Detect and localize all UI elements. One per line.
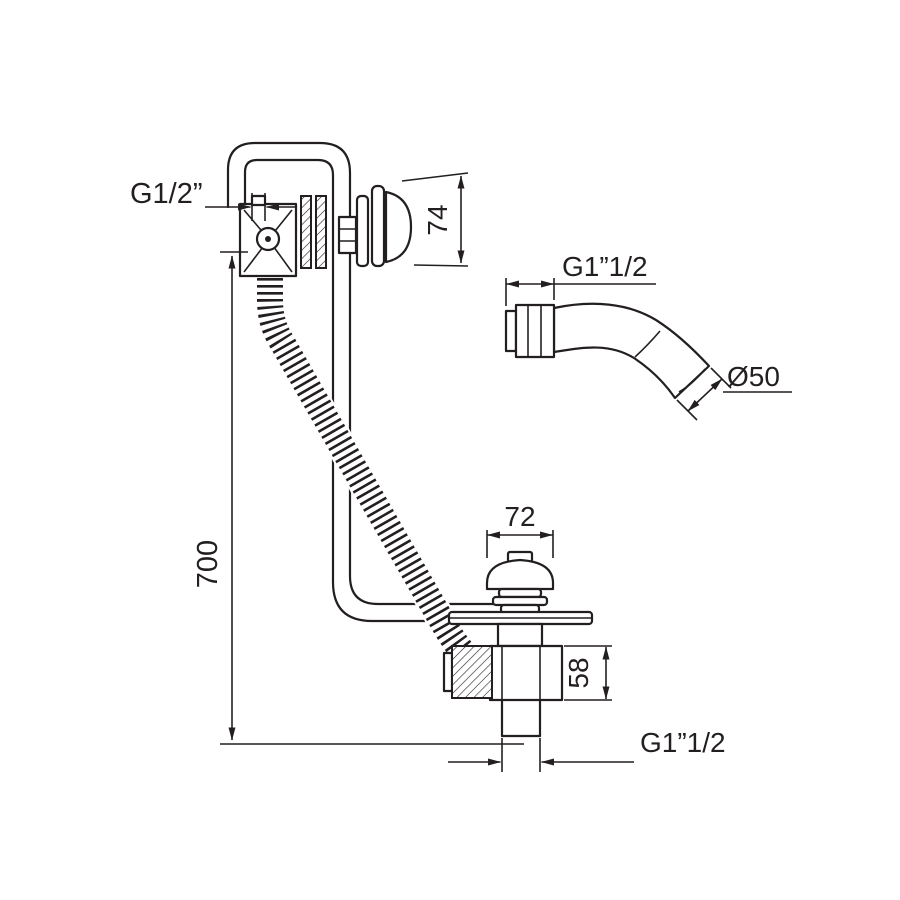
overflow-cover-plate xyxy=(355,184,413,268)
extension-line xyxy=(401,172,469,182)
elbow-inlet-thread-label: G1”1/2 xyxy=(562,251,648,282)
dimension-hose-length: 700 xyxy=(192,251,524,745)
dimension-line xyxy=(687,378,723,412)
wall-plate-hatched xyxy=(315,195,327,269)
standpipe-outer-edge xyxy=(226,141,498,606)
cover-plate-disc xyxy=(370,184,386,268)
cover-plate-diameter-label: 74 xyxy=(422,204,453,235)
elbow-body xyxy=(552,302,711,400)
wall-plate-hatched xyxy=(300,195,312,269)
dimension-elbow-outlet-diameter: Ø50 xyxy=(676,361,792,421)
overflow-thread-label: G1/2” xyxy=(130,178,203,210)
waste-assembly xyxy=(442,550,594,738)
plug-seal-ring xyxy=(497,587,543,599)
elbow-inlet-flange xyxy=(504,309,518,353)
cover-plate-ring xyxy=(355,194,370,268)
standpipe-inner-edge xyxy=(243,158,498,623)
plug-cap-diameter-label: 72 xyxy=(504,501,535,532)
hose-union-nut xyxy=(451,645,493,699)
elbow-fitting xyxy=(504,302,711,400)
fitting-thread-stub xyxy=(250,194,267,207)
extension-line xyxy=(413,264,469,267)
extension-line xyxy=(676,399,698,421)
bath-wall-section xyxy=(300,195,327,269)
waste-neck xyxy=(496,622,544,648)
hose-union-flange xyxy=(442,651,454,693)
plug-seal-ring xyxy=(491,595,549,607)
dimension-plug-cap: 72 xyxy=(486,501,554,558)
dimension-waste-outlet-thread: G1”1/2 xyxy=(448,727,726,772)
plug-cap xyxy=(485,558,555,591)
dimension-overflow-thread: G1/2” xyxy=(130,178,296,221)
elbow-union-nut xyxy=(514,303,556,359)
waste-outlet-thread-label: G1”1/2 xyxy=(640,727,726,758)
elbow-joint-line xyxy=(634,330,661,358)
elbow-outlet-diameter-label: Ø50 xyxy=(727,361,780,392)
waste-height-label: 58 xyxy=(563,657,594,688)
extension-line xyxy=(710,367,732,389)
cover-plate-dome xyxy=(384,190,413,264)
overflow-fitting xyxy=(238,194,298,278)
dimension-waste-height: 58 xyxy=(563,645,612,701)
dimension-cover-plate: 74 xyxy=(401,172,469,267)
waste-body xyxy=(488,644,564,702)
overflow-standpipe xyxy=(226,141,498,623)
pipe-bracket xyxy=(337,215,358,255)
hose-length-label: 700 xyxy=(192,540,224,588)
dimension-elbow-inlet-thread: G1”1/2 xyxy=(505,251,656,306)
bracket-body xyxy=(337,215,358,255)
fitting-pivot-center xyxy=(265,236,271,242)
